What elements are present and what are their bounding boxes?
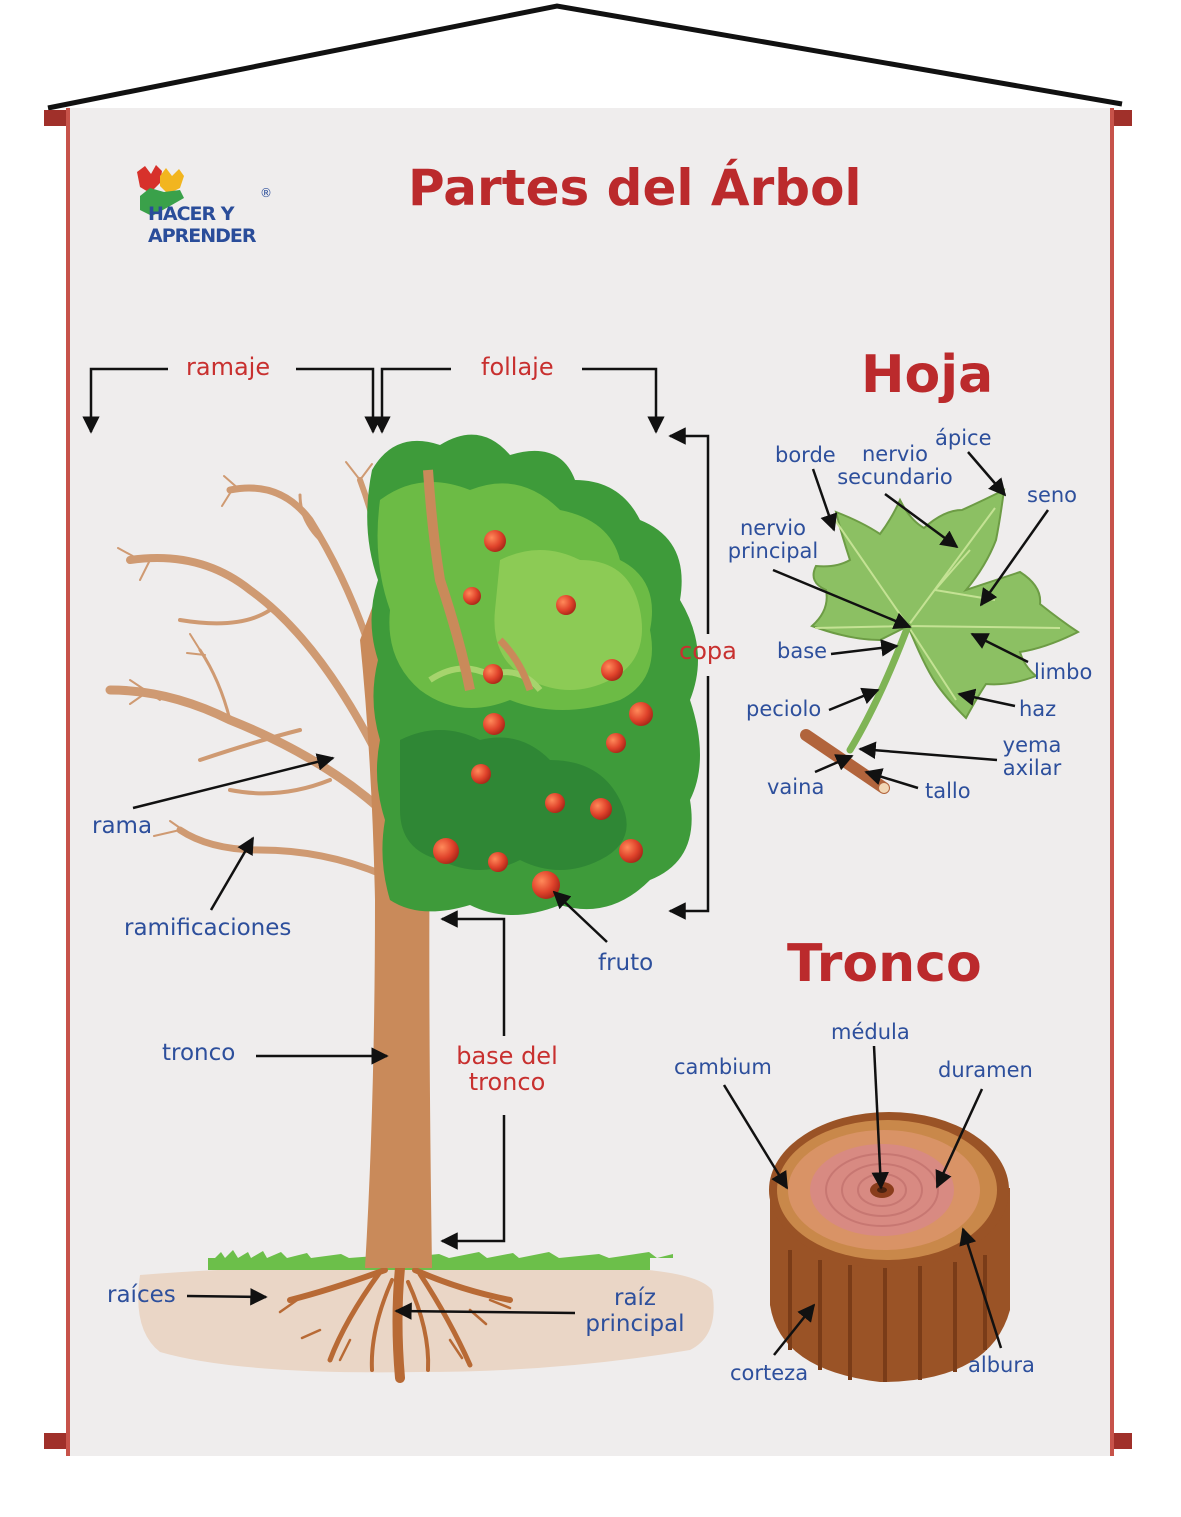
label-yema-axilar-line-2: axilar [1002, 756, 1062, 780]
label-cambium: cambium [674, 1055, 772, 1079]
fruit [433, 838, 459, 864]
label-base-del-tronco: base del tronco [452, 1043, 562, 1095]
fruit [463, 587, 481, 605]
logo-line-2: APRENDER [148, 225, 257, 247]
label-nervio-secundario: nervio secundario [835, 443, 955, 489]
label-nervio-principal-line-1: nervio [740, 516, 806, 540]
trunk-cross-section [769, 1112, 1010, 1382]
label-vaina: vaina [767, 775, 825, 799]
label-yema-axilar-line-1: yema [1002, 733, 1062, 757]
label-raiz-principal-line-2: principal [585, 1311, 685, 1337]
heading-hoja: Hoja [861, 345, 994, 405]
logo-registered-mark: ® [260, 186, 272, 200]
label-limbo: limbo [1034, 660, 1093, 684]
fruit [556, 595, 576, 615]
label-tronco: tronco [162, 1040, 236, 1066]
label-copa: copa [679, 637, 737, 665]
logo-wordmark: HACER Y APRENDER [148, 203, 257, 247]
label-rama: rama [92, 813, 153, 839]
label-ramificaciones: ramificaciones [124, 915, 292, 941]
label-follaje: follaje [481, 353, 554, 381]
soil [138, 1266, 714, 1373]
label-ramaje: ramaje [186, 353, 271, 381]
hanging-cord [47, 3, 1123, 111]
label-nervio-principal: nervio principal [725, 517, 821, 563]
logo-hands-icon [137, 165, 184, 216]
fruit [545, 793, 565, 813]
label-seno: seno [1027, 483, 1078, 507]
tree-annotation-lines [82, 367, 710, 1320]
fruit [606, 733, 626, 753]
fruit [629, 702, 653, 726]
fruit [483, 713, 505, 735]
label-tallo: tallo [925, 779, 971, 803]
leaf-annotation-lines [772, 451, 1050, 790]
label-fruto: fruto [598, 950, 654, 976]
label-apice: ápice [935, 426, 992, 450]
fruit [483, 664, 503, 684]
tree-trunk [360, 560, 432, 1268]
fruit [601, 659, 623, 681]
label-base-del-tronco-line-1: base del [456, 1042, 558, 1070]
label-nervio-secundario-line-1: nervio [862, 442, 928, 466]
label-raiz-principal: raíz principal [580, 1285, 690, 1337]
label-peciolo: peciolo [746, 697, 822, 721]
roots [278, 1263, 513, 1383]
logo-line-1: HACER Y [148, 203, 235, 225]
heading-tronco: Tronco [787, 934, 982, 994]
label-nervio-principal-line-2: principal [727, 539, 819, 563]
fruit [619, 839, 643, 863]
fruit [471, 764, 491, 784]
fruit [590, 798, 612, 820]
trunk-annotation-lines [722, 1045, 1003, 1356]
fruit [484, 530, 506, 552]
label-nervio-secundario-line-2: secundario [837, 465, 953, 489]
label-yema-axilar: yema axilar [1000, 734, 1064, 780]
label-raiz-principal-line-1: raíz [613, 1285, 656, 1311]
label-corteza: corteza [730, 1361, 809, 1385]
poster-title: Partes del Árbol [408, 159, 862, 217]
label-albura: albura [968, 1353, 1035, 1377]
foliage [367, 434, 700, 915]
label-borde: borde [775, 443, 836, 467]
fruit [488, 852, 508, 872]
label-base: base [777, 639, 828, 663]
fruits [433, 530, 653, 899]
label-duramen: duramen [938, 1058, 1033, 1082]
label-base-del-tronco-line-2: tronco [468, 1068, 546, 1096]
label-medula: médula [831, 1020, 910, 1044]
label-haz: haz [1019, 697, 1057, 721]
label-raices: raíces [107, 1282, 176, 1308]
